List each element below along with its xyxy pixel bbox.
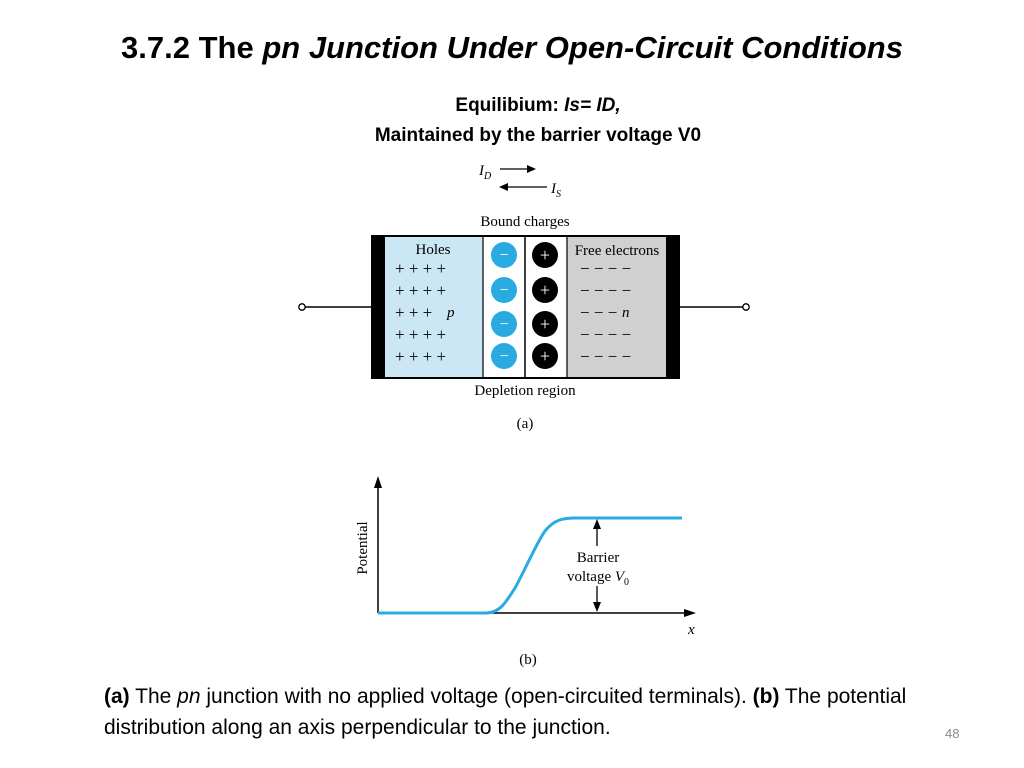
positive-ion bbox=[532, 277, 558, 303]
bound-charges-label: Bound charges bbox=[480, 214, 569, 230]
id-label: ID bbox=[478, 163, 492, 182]
negative-ion-sign: − bbox=[499, 282, 508, 299]
left-terminal bbox=[298, 303, 306, 311]
electron-row: − − − − bbox=[580, 281, 631, 300]
potential-curve bbox=[378, 516, 682, 615]
positive-ion bbox=[532, 311, 558, 337]
barrier-label-line1: Barrier bbox=[577, 550, 619, 566]
n-region bbox=[567, 236, 666, 378]
negative-ion bbox=[491, 242, 517, 268]
right-contact bbox=[666, 236, 679, 378]
positive-ion bbox=[532, 242, 558, 268]
right-terminal bbox=[742, 303, 750, 311]
holes-label: Holes bbox=[416, 242, 451, 258]
page-number: 48 bbox=[945, 726, 960, 741]
electron-row: − − − − bbox=[580, 325, 631, 344]
positive-ion-sign: + bbox=[540, 346, 550, 366]
hole-row: + + + + bbox=[395, 281, 446, 300]
free-electrons-label: Free electrons bbox=[575, 243, 660, 259]
positive-ion-sign: + bbox=[540, 314, 550, 334]
negative-ion-sign: − bbox=[499, 247, 508, 264]
bound-charge-ions: − + − + − + − + bbox=[491, 242, 558, 369]
equilibrium-line: Equilibium: Is= ID, bbox=[455, 95, 621, 116]
hole-row: + + + + bbox=[395, 325, 446, 344]
hole-row: + + + + bbox=[395, 259, 446, 278]
is-label: IS bbox=[550, 181, 561, 200]
x-axis-label: x bbox=[687, 622, 695, 638]
barrier-line: Maintained by the barrier voltage V0 bbox=[374, 125, 702, 146]
left-contact bbox=[372, 236, 385, 378]
potential-axis-label: Potential bbox=[355, 521, 371, 574]
depletion-region-label: Depletion region bbox=[474, 383, 576, 399]
n-label: n bbox=[622, 305, 630, 321]
slide-title: 3.7.2 The pn Junction Under Open-Circuit… bbox=[121, 30, 903, 65]
barrier-label-line2: voltage V0 bbox=[567, 569, 629, 588]
negative-ion bbox=[491, 311, 517, 337]
positive-ion-sign: + bbox=[540, 245, 550, 265]
negative-ion bbox=[491, 277, 517, 303]
figure-caption: (a) The pn junction with no applied volt… bbox=[104, 685, 907, 739]
electron-row: − − − − bbox=[580, 347, 631, 366]
hole-row: + + + + bbox=[395, 347, 446, 366]
negative-ion-sign: − bbox=[499, 348, 508, 365]
hole-row: + + + bbox=[395, 303, 432, 322]
figure-a-caption: (a) bbox=[517, 416, 534, 432]
positive-ion-sign: + bbox=[540, 280, 550, 300]
p-region-holes: + + + + + + + + + + + + + + + + + + + bbox=[395, 259, 446, 366]
n-region-electrons: − − − − − − − − − − − − − − − − − − − bbox=[580, 259, 631, 366]
negative-ion bbox=[491, 343, 517, 369]
p-region bbox=[385, 236, 483, 378]
figure-b-caption: (b) bbox=[519, 652, 537, 668]
p-label: p bbox=[446, 305, 455, 321]
negative-ion-sign: − bbox=[499, 316, 508, 333]
positive-ion bbox=[532, 343, 558, 369]
electron-row: − − − − bbox=[580, 259, 631, 278]
electron-row: − − − bbox=[580, 303, 617, 322]
